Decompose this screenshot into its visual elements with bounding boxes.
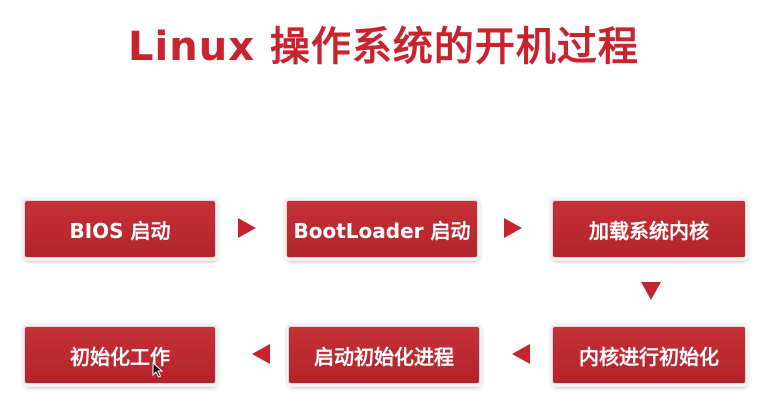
arrow-right-icon: [504, 218, 522, 238]
arrow-left-icon: [512, 344, 530, 364]
step-load-kernel: 加载系统内核: [552, 200, 746, 258]
mouse-cursor-icon: [152, 362, 164, 378]
arrow-left-icon: [252, 344, 270, 364]
page-title: Linux 操作系统的开机过程: [128, 24, 639, 70]
arrow-down-icon: [641, 282, 661, 300]
step-label: 内核进行初始化: [579, 344, 719, 369]
arrow-right-icon: [238, 218, 256, 238]
step-start-init-process: 启动初始化进程: [288, 326, 480, 384]
step-label: BIOS 启动: [69, 218, 171, 243]
step-bios-start: BIOS 启动: [24, 200, 216, 258]
step-label: 加载系统内核: [589, 218, 709, 243]
step-init-work: 初始化工作: [24, 326, 216, 384]
step-label: BootLoader 启动: [293, 218, 471, 243]
step-bootloader-start: BootLoader 启动: [286, 200, 478, 258]
step-kernel-init: 内核进行初始化: [552, 326, 746, 384]
step-label: 启动初始化进程: [314, 344, 454, 369]
